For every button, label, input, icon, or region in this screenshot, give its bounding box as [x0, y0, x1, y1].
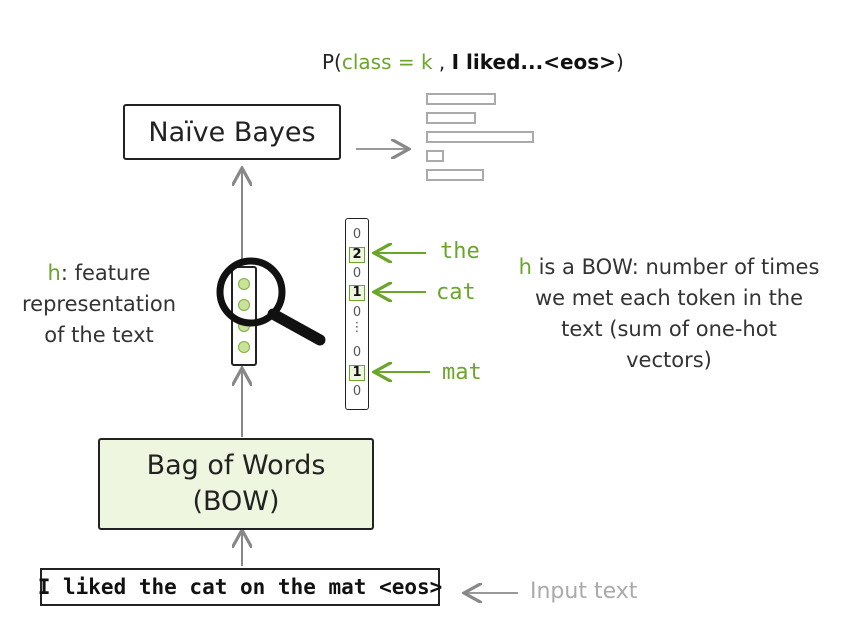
distribution-bar	[426, 169, 484, 181]
formula-p-open: P(	[322, 50, 342, 74]
naive-bayes-label: Naïve Bayes	[148, 116, 316, 148]
bow-label-line2: (BOW)	[192, 486, 280, 517]
feature-dot	[238, 299, 250, 311]
distribution-bar	[426, 112, 476, 124]
class-distribution-bars	[426, 93, 538, 185]
distribution-bar	[426, 93, 496, 105]
formula-separator: ,	[432, 50, 452, 74]
formula-p-close: )	[615, 50, 624, 74]
vector-cell: 0	[352, 305, 362, 320]
vector-ellipsis: ⋮	[350, 320, 364, 335]
h-bow-text: is a BOW: number of times we met each to…	[531, 255, 820, 372]
h-bow-description: h is a BOW: number of times we met each …	[518, 252, 820, 376]
vector-cell: 0	[352, 227, 362, 242]
word-cat: cat	[436, 280, 476, 305]
feature-dot	[238, 278, 250, 290]
bag-of-words-box: Bag of Words (BOW)	[98, 438, 374, 530]
word-mat: mat	[442, 360, 482, 385]
vector-cell-cat: 1	[349, 285, 365, 301]
h-symbol: h	[47, 261, 61, 285]
distribution-bar	[426, 150, 444, 162]
input-text: I liked the cat on the mat <eos>	[37, 575, 443, 599]
bow-label-line1: Bag of Words	[146, 450, 326, 481]
formula-text: I liked...<eos>	[451, 50, 616, 74]
naive-bayes-box: Naïve Bayes	[123, 104, 341, 160]
vector-cell: 0	[352, 266, 362, 281]
word-the: the	[440, 239, 480, 264]
h-feature-text: : feature representation of the text	[21, 261, 176, 347]
feature-dot	[238, 341, 250, 353]
vector-cell-mat: 1	[349, 365, 365, 381]
vector-cell-the: 2	[349, 247, 365, 263]
vector-cell: 0	[352, 384, 362, 399]
h-symbol: h	[518, 255, 532, 279]
formula-class-k: class = k	[341, 50, 433, 74]
h-feature-description: h: feature representation of the text	[10, 258, 188, 351]
vector-cell: 0	[352, 345, 362, 360]
bow-count-vector: 0 2 0 1 0 ⋮ 0 1 0	[345, 218, 369, 410]
input-text-box: I liked the cat on the mat <eos>	[37, 568, 443, 606]
distribution-bar	[426, 131, 534, 143]
probability-formula: P(class = k , I liked...<eos>)	[322, 50, 624, 74]
input-text-label: Input text	[530, 579, 638, 604]
